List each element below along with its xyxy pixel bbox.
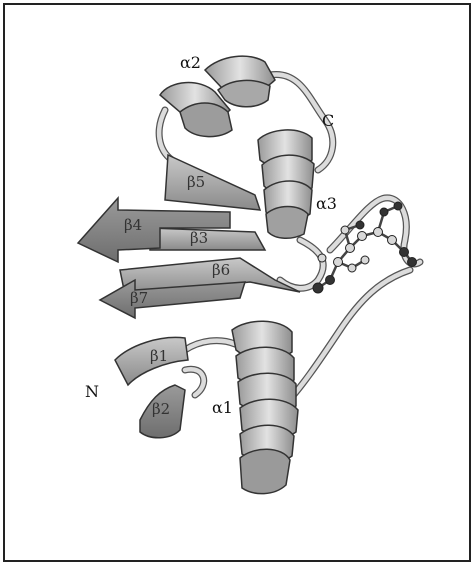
label-n-terminus: N xyxy=(85,382,99,401)
ligand-atom xyxy=(393,201,403,211)
ligand-atom xyxy=(399,247,409,257)
label-beta4: β4 xyxy=(124,216,142,234)
ligand-atom xyxy=(312,282,324,294)
label-beta7: β7 xyxy=(130,289,148,307)
label-alpha1: α1 xyxy=(212,398,233,417)
ligand-atom xyxy=(360,255,370,265)
strand-beta2 xyxy=(139,384,186,439)
ligand-atom xyxy=(325,275,335,285)
ligand-atom xyxy=(379,207,389,217)
label-alpha3: α3 xyxy=(316,194,337,213)
strand-beta7 xyxy=(98,278,247,320)
ligand-atom xyxy=(407,257,417,267)
strand-beta5 xyxy=(164,153,262,211)
ligand-atom xyxy=(333,257,343,267)
ligand-atom xyxy=(357,231,367,241)
label-alpha2: α2 xyxy=(180,53,201,72)
strand-beta4 xyxy=(76,196,231,264)
ligand-atom xyxy=(347,263,357,273)
label-beta1: β1 xyxy=(150,347,168,365)
label-beta2: β2 xyxy=(152,400,170,418)
helix-alpha3 xyxy=(257,129,315,239)
ligand-atoms xyxy=(312,201,417,294)
ligand-atom xyxy=(387,235,397,245)
label-beta3: β3 xyxy=(190,229,208,247)
label-beta6: β6 xyxy=(212,261,230,279)
label-beta5: β5 xyxy=(187,173,205,191)
ligand-atom xyxy=(340,225,350,235)
label-c-terminus: C xyxy=(322,111,334,130)
ligand-atom xyxy=(345,243,355,253)
ligand-atom xyxy=(317,253,327,263)
ligand-atom xyxy=(373,227,383,237)
ligand-atom xyxy=(355,220,365,230)
helix-alpha2 xyxy=(159,55,276,138)
strand-beta1 xyxy=(114,336,189,387)
helix-alpha1 xyxy=(231,320,299,495)
coil-loops-fill xyxy=(156,72,423,413)
